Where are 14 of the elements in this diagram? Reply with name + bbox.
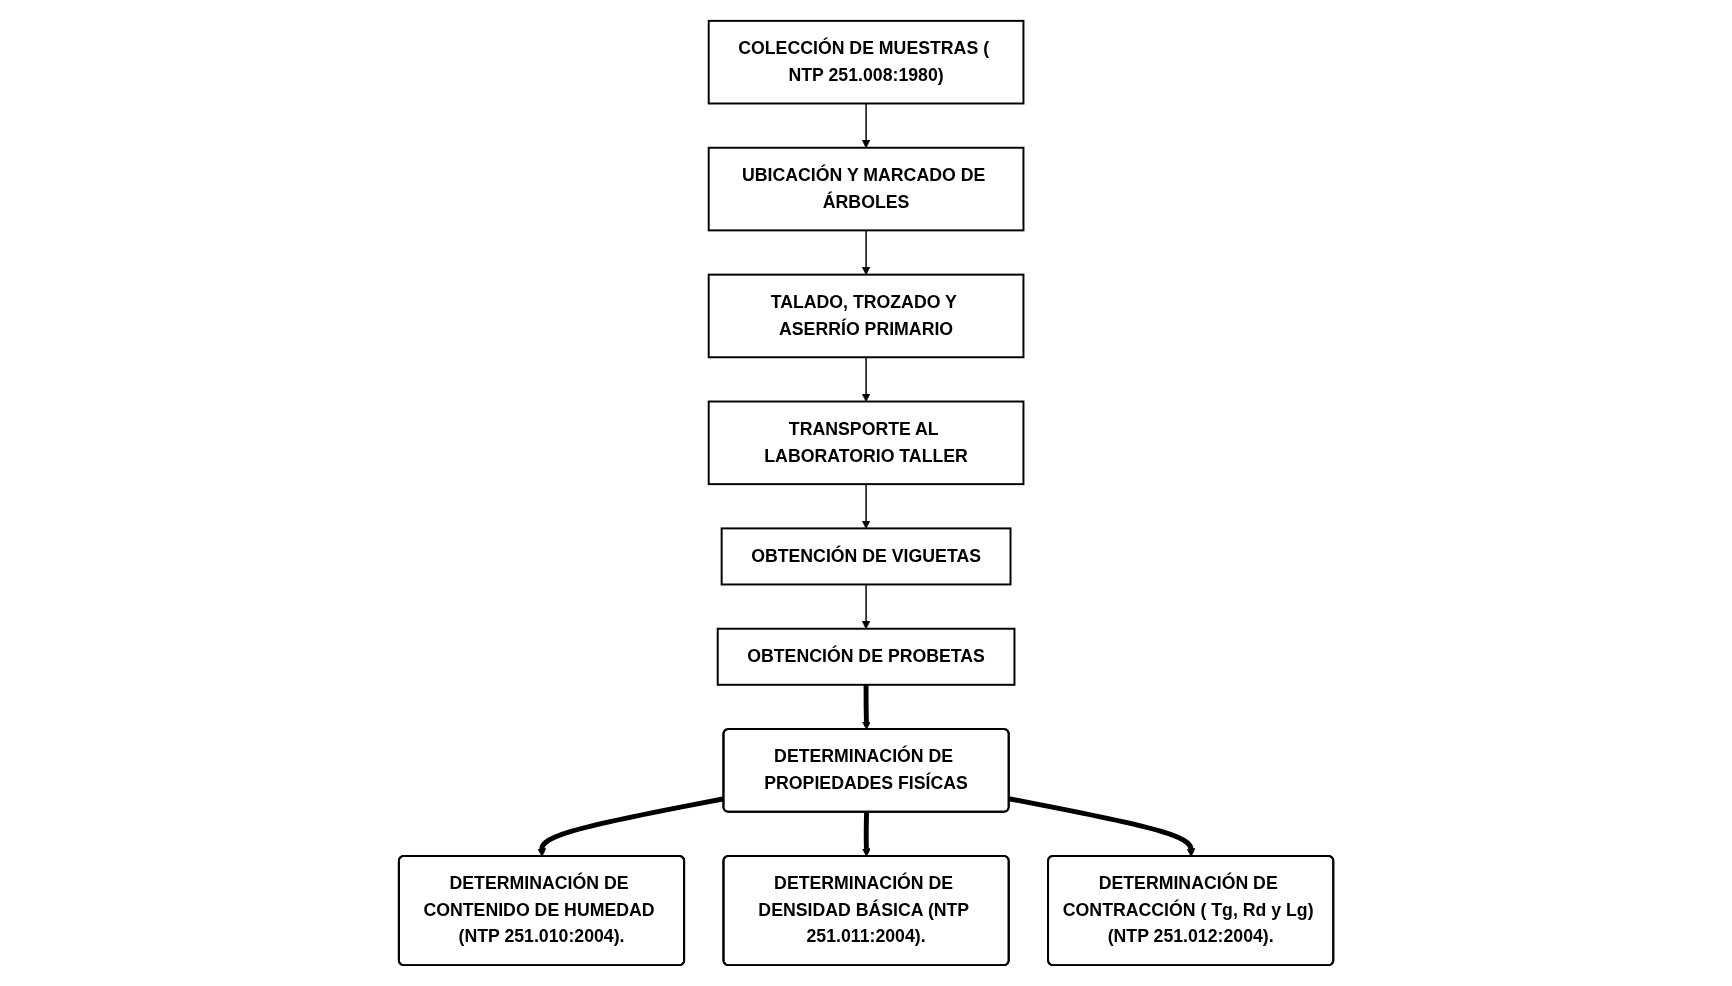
node-box: TALADO, TROZADO Y ASERRÍO PRIMARIO	[707, 273, 1025, 359]
node-box: OBTENCIÓN DE VIGUETAS	[720, 527, 1012, 586]
arrow	[861, 356, 871, 402]
arrow	[861, 583, 871, 630]
arrow	[861, 229, 871, 276]
arrow	[1008, 796, 1196, 857]
arrow	[861, 483, 871, 529]
arrow	[862, 812, 871, 857]
node-box: COLECCIÓN DE MUESTRAS ( NTP 251.008:1980)	[707, 19, 1025, 105]
node-box: UBICACIÓN Y MARCADO DE ÁRBOLES	[707, 146, 1025, 232]
arrow	[862, 684, 871, 730]
node-box: TRANSPORTE AL LABORATORIO TALLER	[707, 400, 1025, 486]
node-box: OBTENCIÓN DE PROBETAS	[716, 627, 1016, 686]
arrow	[861, 102, 871, 149]
